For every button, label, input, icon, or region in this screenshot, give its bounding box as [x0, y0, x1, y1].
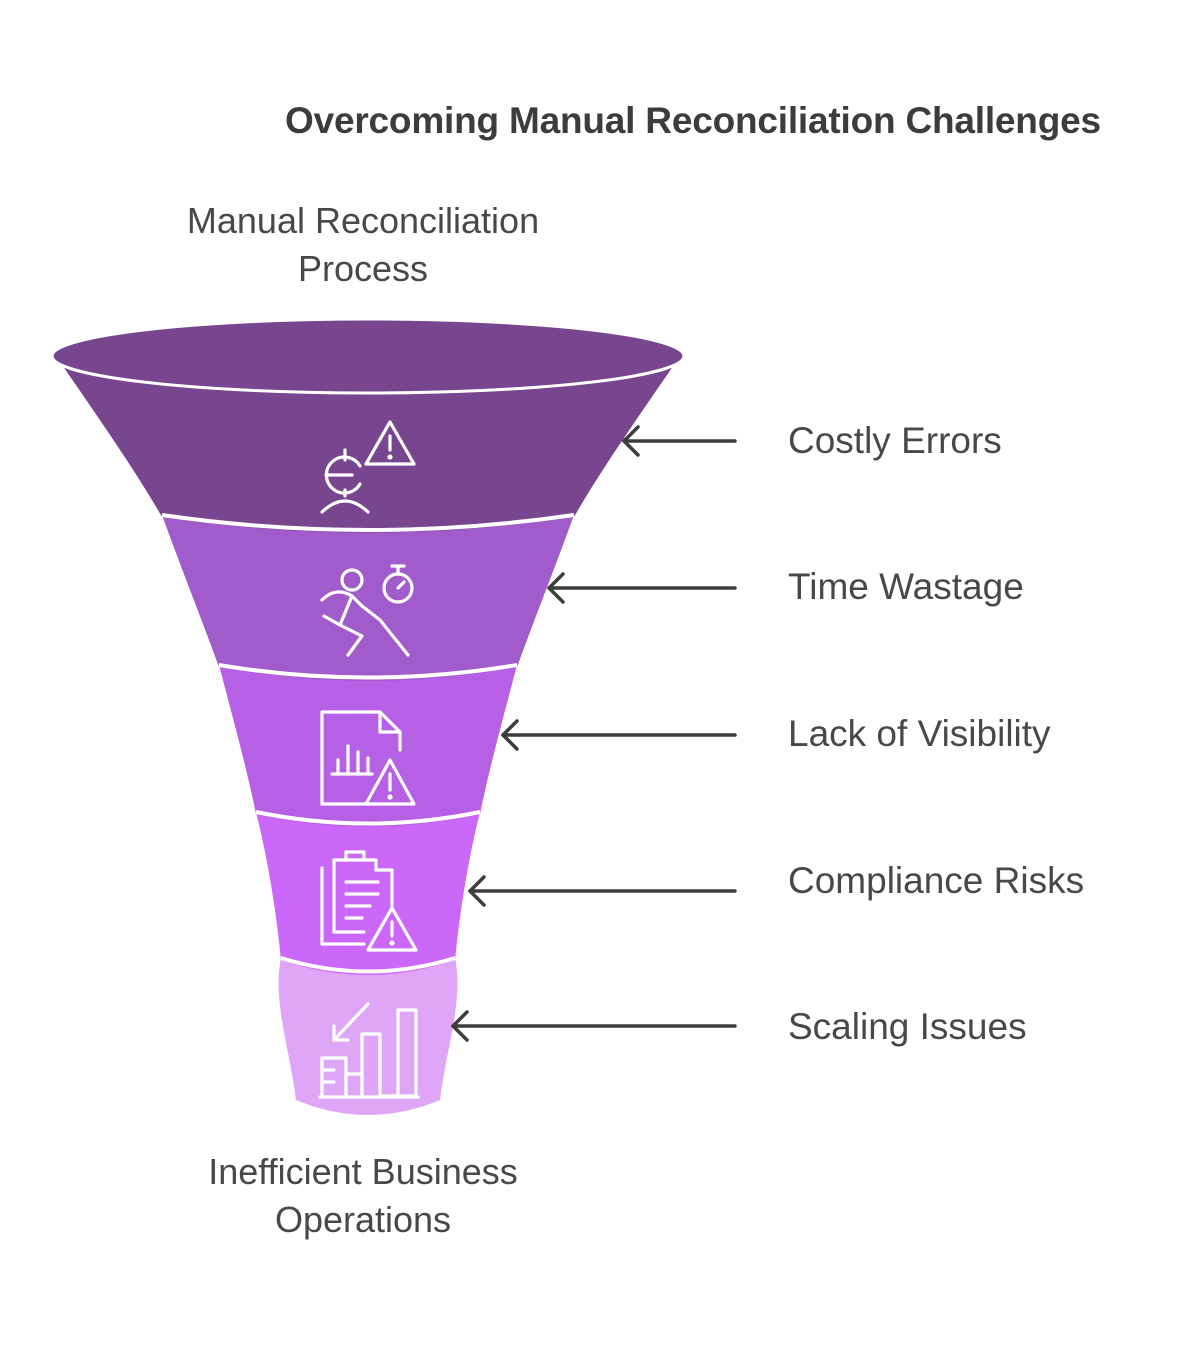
- funnel-input-label: Manual Reconciliation Process: [186, 200, 540, 289]
- funnel-output-label: Inefficient Business Operations: [208, 1151, 518, 1240]
- arrow-compliance-risks: [468, 875, 737, 907]
- arrow-lack-of-visibility: [501, 719, 737, 751]
- stage-band: [162, 515, 574, 681]
- funnel-stage-time-wastage: [162, 515, 574, 681]
- runner-stopwatch-icon: [320, 564, 414, 657]
- stage-band: [278, 958, 458, 1115]
- declining-chart-icon: [318, 1002, 420, 1099]
- arrow-time-wastage: [547, 572, 737, 604]
- stage-label-lack-of-visibility: Lack of Visibility: [788, 713, 1051, 754]
- clipboard-warning-icon: [320, 850, 418, 952]
- stage-separators: [161, 513, 575, 974]
- funnel-rim: [50, 317, 686, 395]
- stage-label-time-wastage: Time Wastage: [788, 566, 1024, 607]
- money-warning-icon: [320, 420, 416, 514]
- arrow-group: [451, 425, 737, 1042]
- arrow-scaling-issues: [451, 1010, 737, 1042]
- stage-band: [219, 665, 517, 827]
- funnel-stage-costly-errors: [50, 317, 686, 533]
- arrow-costly-errors: [622, 425, 737, 457]
- funnel-stage-scaling-issues: [278, 958, 458, 1115]
- diagram-title: Overcoming Manual Reconciliation Challen…: [285, 100, 1101, 141]
- funnel-stage-lack-of-visibility: [219, 665, 517, 827]
- stage-label-compliance-risks: Compliance Risks: [788, 860, 1085, 901]
- stage-band: [60, 362, 676, 533]
- stage-label-costly-errors: Costly Errors: [788, 420, 1002, 461]
- report-warning-icon: [320, 710, 416, 806]
- stage-label-scaling-issues: Scaling Issues: [788, 1006, 1027, 1047]
